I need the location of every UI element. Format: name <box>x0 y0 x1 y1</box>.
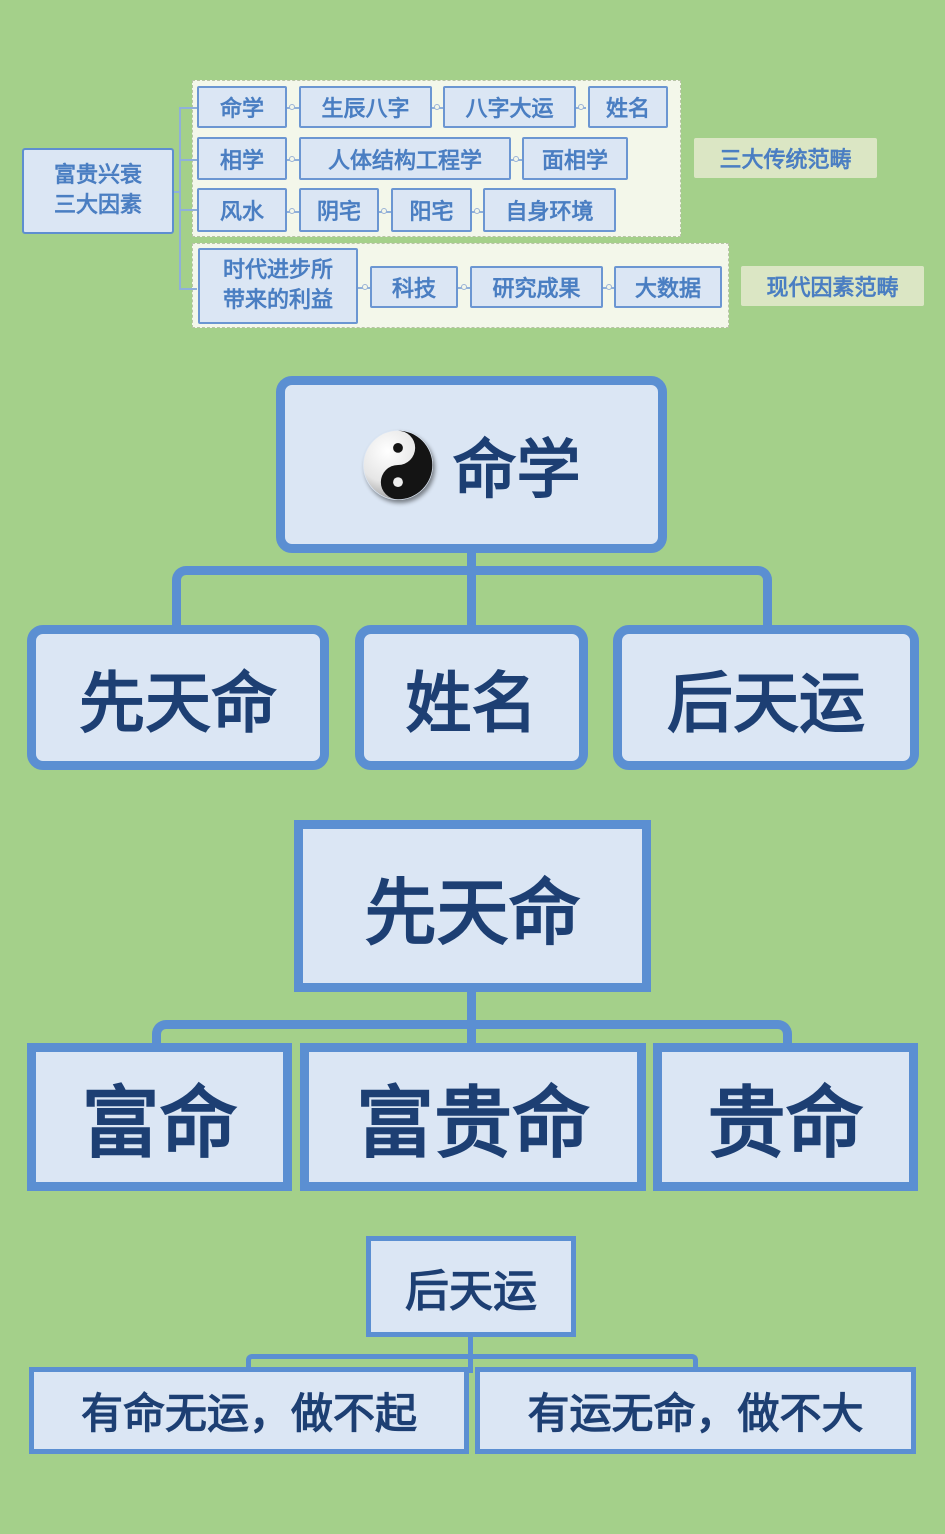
node-environment: 自身环境 <box>483 188 616 232</box>
connector-dot <box>461 284 467 290</box>
tree1-branch-bar <box>172 566 772 628</box>
node-technology: 科技 <box>370 266 458 308</box>
node-big-data: 大数据 <box>614 266 722 308</box>
node-xiangxue: 相学 <box>197 137 287 180</box>
connector-dot <box>289 208 295 214</box>
tree2-child-guiming: 贵命 <box>653 1043 918 1191</box>
tree2-root: 先天命 <box>294 820 651 992</box>
node-birth-bazi: 生辰八字 <box>299 86 432 128</box>
mindmap-connector <box>179 288 197 290</box>
tree3-child-right: 有运无命，做不大 <box>475 1367 916 1454</box>
connector-dot <box>434 104 440 110</box>
tag-modern: 现代因素范畴 <box>741 266 924 306</box>
tag-traditional: 三大传统范畴 <box>694 138 877 178</box>
connector-dot <box>513 156 519 162</box>
tree2-branch-bar <box>152 1020 792 1048</box>
node-face-reading: 面相学 <box>522 137 628 180</box>
era-line-2: 带来的利益 <box>222 288 333 313</box>
tree1-trunk <box>467 553 476 628</box>
tree2-child-fuguiming: 富贵命 <box>300 1043 646 1191</box>
mindmap-connector <box>174 191 180 193</box>
mindmap-connector <box>179 159 197 161</box>
tree3-branch-bar <box>246 1354 698 1373</box>
node-yinzhai: 阴宅 <box>299 188 379 232</box>
node-research: 研究成果 <box>470 266 603 308</box>
node-era-benefits: 时代进步所 带来的利益 <box>198 248 358 324</box>
root-line-2: 三大因素 <box>53 193 142 218</box>
tree2-child-fuming: 富命 <box>27 1043 292 1191</box>
node-mingxue: 命学 <box>197 86 287 128</box>
node-yangzhai: 阳宅 <box>391 188 472 232</box>
node-fengshui: 风水 <box>197 188 287 232</box>
node-name: 姓名 <box>588 86 668 128</box>
node-bazi-dayun: 八字大运 <box>443 86 576 128</box>
tree1-child-houtianyun: 后天运 <box>613 625 919 770</box>
connector-dot <box>289 156 295 162</box>
tree1-child-name: 姓名 <box>355 625 588 770</box>
connector-dot <box>289 104 295 110</box>
node-ergonomics: 人体结构工程学 <box>299 137 511 180</box>
connector-dot <box>474 208 480 214</box>
connector-dot <box>578 104 584 110</box>
mindmap-connector <box>179 107 181 289</box>
connector-dot <box>381 208 387 214</box>
tree1-child-xiantianming: 先天命 <box>27 625 329 770</box>
yin-yang-icon <box>363 430 432 499</box>
era-line-1: 时代进步所 <box>222 258 333 283</box>
tree3-child-left: 有命无运，做不起 <box>29 1367 469 1454</box>
mindmap-connector <box>179 209 197 211</box>
tree1-root-label: 命学 <box>452 433 581 508</box>
mindmap-connector <box>179 107 197 109</box>
root-line-1: 富贵兴衰 <box>53 163 142 188</box>
connector-dot <box>606 284 612 290</box>
connector-dot <box>362 284 368 290</box>
tree1-root: 命学 <box>276 376 667 553</box>
tree3-root: 后天运 <box>366 1236 576 1337</box>
mindmap-root: 富贵兴衰 三大因素 <box>22 148 174 234</box>
